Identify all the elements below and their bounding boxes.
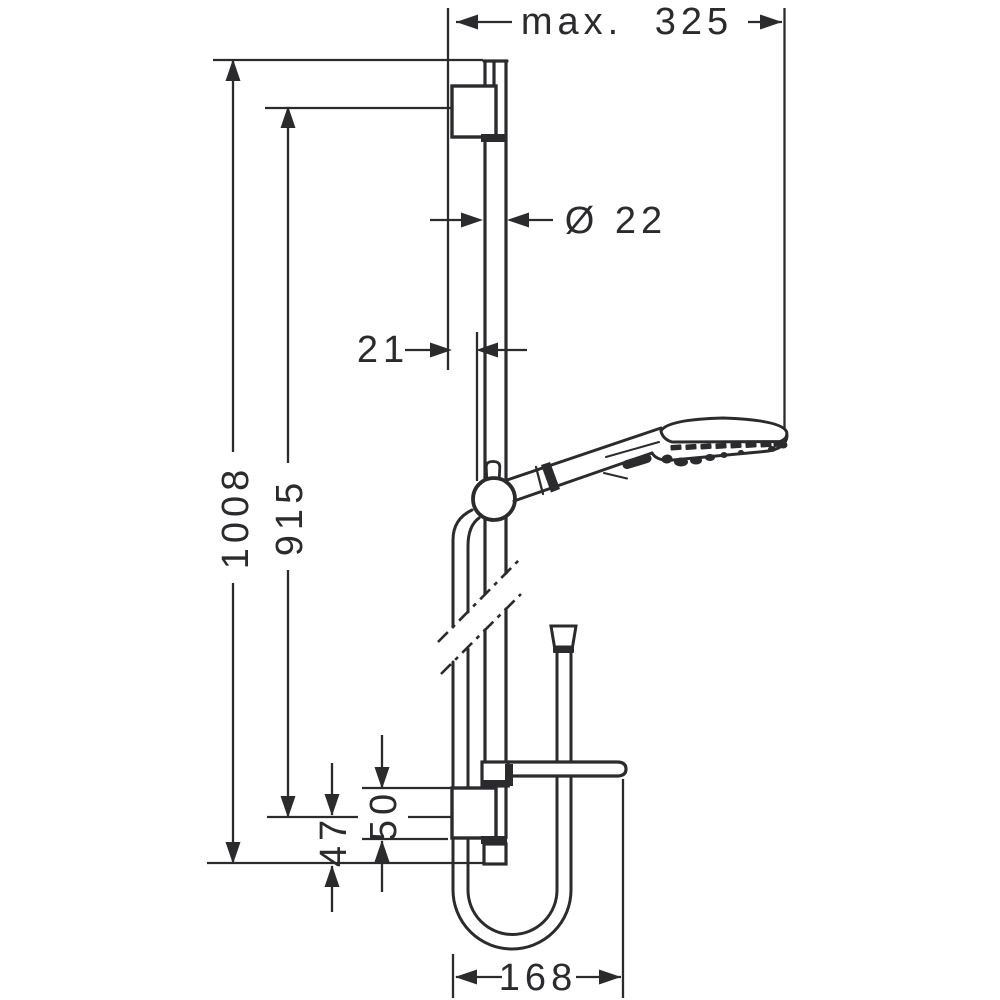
- soap-shelf: [480, 760, 628, 788]
- dim-label-offset-47: 47: [313, 815, 355, 867]
- holder-pivot: [471, 476, 517, 522]
- spray-nozzles: [661, 440, 788, 467]
- dim-label-height-915: 915: [269, 478, 311, 556]
- dim-label-offset-21: 21: [357, 329, 409, 371]
- dim-label-height-1008: 1008: [215, 465, 257, 570]
- dim-label-width-168: 168: [499, 957, 577, 999]
- dim-label-max-width: max. 325: [521, 1, 733, 43]
- dim-label-offset-50: 50: [363, 789, 405, 841]
- select-button: [622, 453, 652, 470]
- top-wall-bracket: [450, 84, 507, 142]
- break-marks: [437, 559, 522, 675]
- dim-label-diameter: Ø 22: [565, 200, 667, 242]
- dimension-arrows: [225, 14, 782, 985]
- dimension-labels: max. 325 Ø 22 21 1008 915 47 50 168: [215, 1, 733, 999]
- slider-holder: [471, 460, 517, 522]
- hand-shower: [505, 416, 789, 503]
- slide-bar: [482, 59, 509, 840]
- hose-connector: [549, 624, 578, 653]
- shower-head-rim: [659, 416, 789, 444]
- handle-joint-band: [541, 462, 560, 493]
- bottom-wall-bracket: [450, 786, 508, 866]
- shower-hose: [451, 508, 573, 951]
